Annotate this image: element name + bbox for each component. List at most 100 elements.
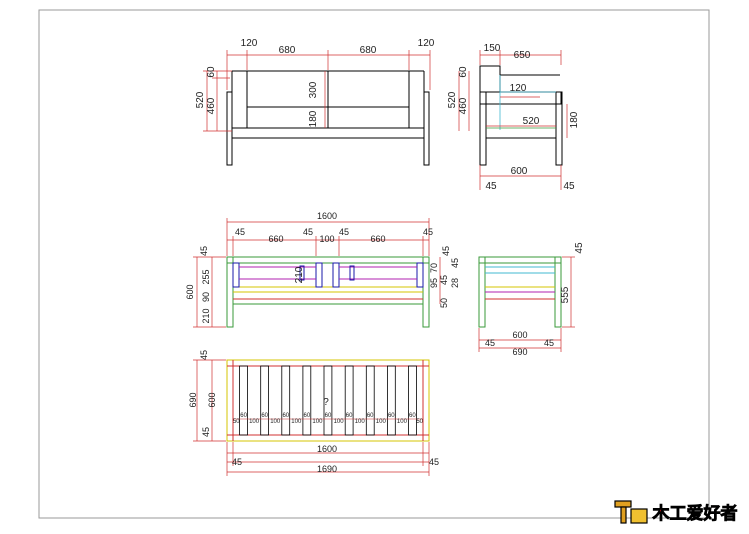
side-dim-top-1: 650 [514,50,531,61]
logo-mark [614,500,648,524]
side-dimensions [458,50,568,190]
plan-slat-dim-label: 50 [233,419,240,425]
front-labels: 120 680 680 120 520 460 60 300 180 [195,38,435,127]
frame-dim-mid: 210 [294,266,305,283]
plan-slat [344,365,354,436]
frame-side-dim-bottom-2: 45 [544,338,554,348]
side-view [479,65,563,166]
plan-outer [226,359,430,442]
frame-dim-right-2: 45 [450,258,460,268]
plan-slat-dim-label: 60 [240,413,247,419]
plan-slat-dim-label: 60 [409,413,416,419]
plan-slat-dim-label: 60 [325,413,332,419]
plan-slat-dim-label: 100 [355,419,366,425]
plan-dim-bottom-2: 45 [429,457,439,467]
frame-side-labels: 45 555 600 45 45 690 [485,242,585,357]
frame-dim-row-0: 45 [235,227,245,237]
plan-slat-dim-label: 100 [397,419,408,425]
frame-dim-right-3: 45 [439,275,449,285]
frame-dim-left-2: 90 [201,292,211,302]
logo-hammer-head [614,500,632,508]
side-leg-front [479,91,487,166]
frame-side-dimensions [478,256,575,352]
side-dim-right: 180 [569,111,580,128]
plan-slat [281,365,291,436]
plan-dim-left-1: 600 [207,392,217,407]
plan-dimensions [193,359,430,476]
side-dim-top-0: 150 [484,43,501,54]
woodworking-logo: 木工爱好者 [614,500,738,524]
frame-leg-left [226,256,234,328]
frame-side-leg-left [478,256,486,328]
plan-dim-bottom-1: 45 [232,457,242,467]
frame-dim-right-1: 70 [429,263,439,273]
front-dim-top-3: 120 [418,38,435,49]
frame-dim-row-5: 660 [370,234,385,244]
side-dim-left-2: 60 [458,66,469,78]
side-backrest [479,65,501,93]
front-view [226,70,430,166]
side-dim-left-0: 520 [447,91,458,108]
front-dim-top-0: 120 [241,38,258,49]
frame-panel-left [232,262,240,288]
side-dim-bottom-0: 600 [511,166,528,177]
frame-panel-right [416,262,424,288]
frame-side-dim-bottom-3: 690 [512,347,527,357]
front-dim-left-2: 60 [206,66,217,78]
plan-question-mark: ? [323,397,329,408]
frame-dim-right-5: 95 [429,278,439,288]
frame-dim-left-4: 600 [185,284,195,299]
front-dim-mid-0: 300 [308,81,319,98]
paper-border [38,9,710,519]
plan-slat-labels: 5060100601006010060100601006010060100601… [233,413,424,425]
frame-dim-right-4: 28 [450,278,460,288]
plan-dim-left-2: 45 [201,427,211,437]
frame-front-view [226,256,430,328]
frame-dim-right-0: 45 [441,246,451,256]
frame-dim-row-3: 100 [319,234,334,244]
plan-slat [386,365,396,436]
frame-dim-row-6: 45 [423,227,433,237]
frame-panel-mid-left [315,262,323,288]
side-color-lines [486,75,556,130]
plan-slat-dim-label: 60 [367,413,374,419]
plan-dim-left-3: 690 [188,392,198,407]
frame-dim-row-2: 45 [303,227,313,237]
logo-block [630,508,648,524]
side-dim-mid-1: 520 [523,116,540,127]
frame-top-rail [226,256,430,264]
side-labels: 150 650 520 460 60 120 520 180 600 45 45 [447,43,580,192]
plan-slat-dim-label: 50 [416,419,423,425]
frame-dim-row-1: 660 [268,234,283,244]
plan-slat-dim-label: 60 [304,413,311,419]
side-leg-back [555,91,563,166]
plan-slat-dim-label: 60 [388,413,395,419]
plan-slat-dim-label: 100 [376,419,387,425]
frame-panel-mid-right [332,262,340,288]
frame-center-stile-right [349,265,355,281]
plan-dim-left-0: 45 [199,350,209,360]
side-dim-bottom-2: 45 [563,181,575,192]
plan-slat [302,365,312,436]
plan-slat [260,365,270,436]
frame-center-stile-left [299,265,305,281]
side-dim-left-1: 460 [458,97,469,114]
frame-dim-left-1: 255 [201,269,211,284]
side-dim-bottom-1: 45 [485,181,497,192]
plan-slat [408,365,417,436]
frame-side-dim-right-1: 555 [560,286,571,303]
plan-slat-dim-label: 100 [249,419,260,425]
logo-text: 木工爱好者 [652,503,738,523]
plan-slat [365,365,375,436]
front-dim-left-0: 520 [195,91,206,108]
frame-dim-left-3: 210 [201,308,211,323]
frame-side-dim-right-0: 45 [574,242,585,254]
plan-slat-dim-label: 60 [346,413,353,419]
plan-slat-dim-label: 100 [291,419,302,425]
frame-dim-left-0: 45 [199,246,209,256]
plan-slat-dim-label: 100 [270,419,281,425]
plan-dim-bottom-3: 1690 [317,464,337,474]
front-arm-left [226,91,233,166]
plan-view [226,359,430,442]
